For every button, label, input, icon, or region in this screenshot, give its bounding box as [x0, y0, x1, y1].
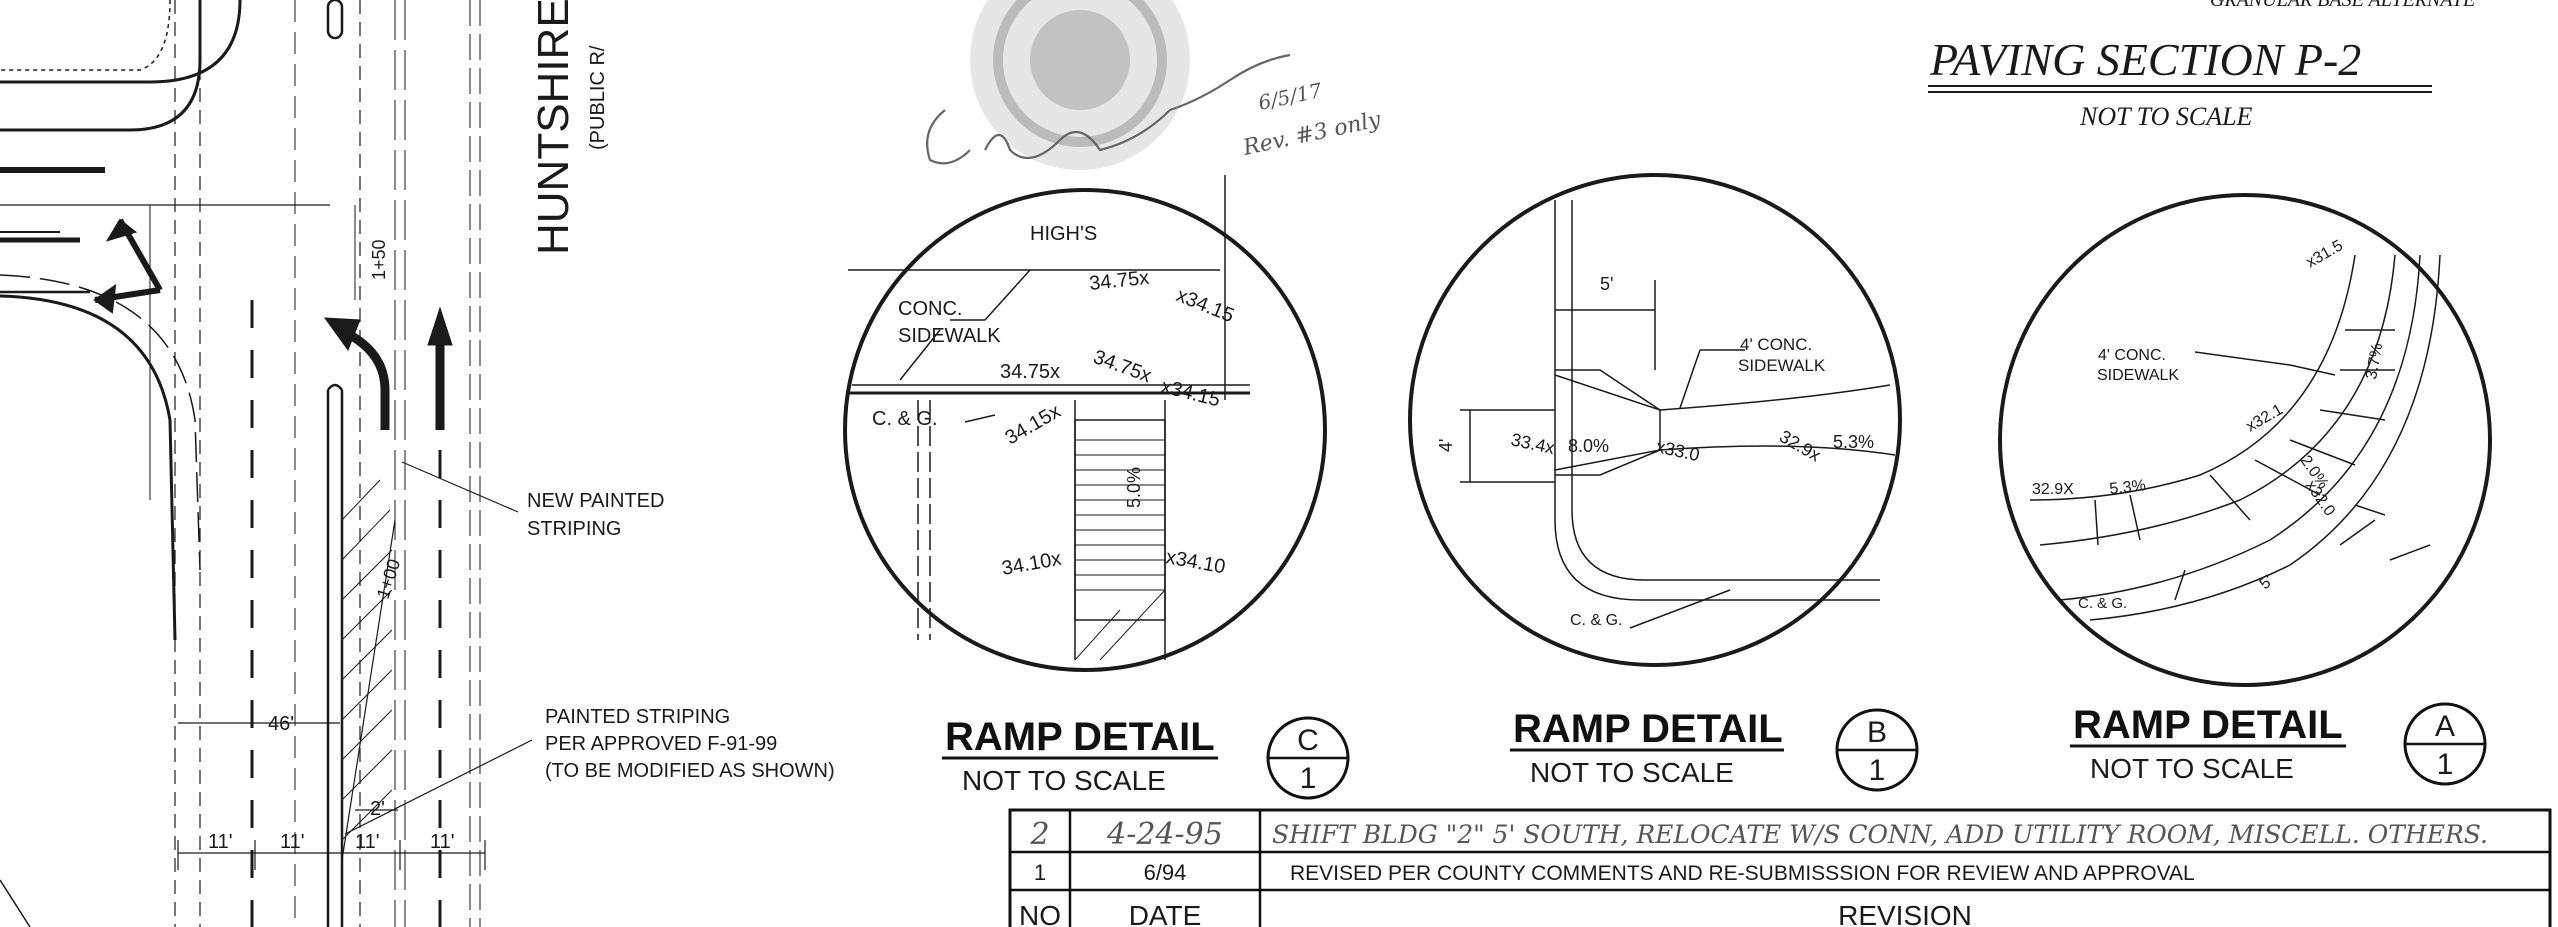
- dimension-lane: 11': [208, 831, 233, 853]
- revision-row-date: 6/94: [1144, 860, 1187, 885]
- detail-a-elevation: x32.1: [2244, 401, 2286, 435]
- detail-b-slope: 5.3%: [1833, 432, 1874, 452]
- paving-section-subtitle: NOT TO SCALE: [2079, 102, 2253, 131]
- detail-c-title: RAMP DETAIL: [945, 715, 1215, 759]
- detail-c-elevation: 34.15x: [1002, 400, 1065, 449]
- dimension-lane: 11': [430, 831, 455, 853]
- detail-a-label: SIDEWALK: [2097, 367, 2179, 384]
- detail-c-elevation: 34.10x: [1000, 548, 1063, 580]
- detail-b-slope: 8.0%: [1568, 436, 1609, 456]
- detail-b-elevation: 32.9x: [1776, 426, 1824, 465]
- revision-row-text: SHIFT BLDG "2" 5' SOUTH, RELOCATE W/S CO…: [1272, 820, 2488, 849]
- revision-header-date: DATE: [1129, 900, 1202, 927]
- detail-b-subtitle: NOT TO SCALE: [1530, 757, 1734, 788]
- detail-b-sheet: 1: [1869, 754, 1886, 787]
- revision-row-no: 2: [1029, 817, 1049, 852]
- detail-a-title: RAMP DETAIL: [2073, 703, 2343, 747]
- dimension-lane: 11': [355, 831, 380, 853]
- new-striping-callout: NEW PAINTED: [527, 490, 664, 512]
- detail-a-sheet: 1: [2437, 748, 2454, 781]
- new-striping-callout-2: STRIPING: [527, 518, 621, 540]
- painted-striping-callout-3: (TO BE MODIFIED AS SHOWN): [545, 760, 835, 782]
- painted-striping-callout-2: PER APPROVED F-91-99: [545, 733, 777, 755]
- detail-c-slope: 5.0%: [1124, 467, 1144, 508]
- detail-c-elevation: 34.75x: [1088, 267, 1150, 295]
- revision-row-date: 4-24-95: [1106, 817, 1223, 852]
- detail-a-elevation: x31.5: [2304, 237, 2346, 271]
- detail-a-badge: A 1: [2403, 702, 2487, 786]
- dimension-46: 46': [268, 713, 294, 735]
- detail-c-label: CONC.: [898, 298, 962, 320]
- detail-a-subtitle: NOT TO SCALE: [2090, 753, 2294, 784]
- revision-header-no: NO: [1019, 900, 1061, 927]
- detail-c-label: SIDEWALK: [898, 325, 1001, 347]
- approval-seal: [970, 0, 1190, 170]
- detail-b-letter: B: [1867, 716, 1887, 749]
- detail-c-elevation: x34.10: [1164, 546, 1227, 578]
- detail-a-dimension: 5': [2257, 572, 2277, 593]
- detail-b-label: 4' CONC.: [1740, 335, 1812, 354]
- revision-row-text: REVISED PER COUNTY COMMENTS AND RE-SUBMI…: [1290, 862, 2195, 885]
- paving-top-note: GRANULAR BASE ALTERNATE: [2210, 0, 2475, 11]
- detail-a-label: C. & G.: [2078, 595, 2127, 612]
- dimension-lane: 11': [280, 831, 305, 853]
- ramp-detail-c: HIGH'S CONC. SIDEWALK C. & G. 34.75x x34…: [843, 175, 1327, 672]
- detail-b-badge: B 1: [1835, 708, 1919, 792]
- detail-c-letter: C: [1297, 724, 1319, 757]
- revision-table: [1008, 808, 2552, 927]
- detail-a-slope: 5.3%: [2109, 477, 2147, 498]
- revision-row-no: 1: [1034, 860, 1046, 885]
- detail-a-slope: 3.7%: [2363, 342, 2386, 381]
- detail-c-label: C. & G.: [872, 408, 938, 430]
- detail-a-letter: A: [2435, 710, 2455, 743]
- detail-c-elevation: 34.75x: [1000, 361, 1060, 383]
- detail-c-label: HIGH'S: [1030, 223, 1097, 245]
- detail-c-elevation: 34.75x: [1090, 346, 1154, 387]
- detail-c-badge: C 1: [1266, 716, 1350, 800]
- paving-section-title: PAVING SECTION P-2: [1929, 34, 2361, 85]
- road-plan: [0, 0, 533, 927]
- ramp-detail-b: 5' 4' 4' CONC. SIDEWALK 33.4x 8.0% x33.0…: [1408, 173, 1902, 667]
- detail-c-sheet: 1: [1300, 762, 1317, 795]
- station-label: 1+50: [369, 239, 389, 280]
- detail-b-elevation: 33.4x: [1509, 429, 1556, 458]
- detail-b-dimension: 5': [1600, 274, 1613, 294]
- station-label-2: 1+00: [373, 556, 405, 601]
- approval-date: 6/5/17: [1256, 78, 1324, 115]
- detail-b-label: SIDEWALK: [1738, 356, 1826, 375]
- dimension-2: 2': [370, 798, 385, 820]
- detail-b-label: C. & G.: [1570, 612, 1622, 629]
- detail-a-elevation: 32.9X: [2032, 481, 2074, 498]
- signature: [926, 53, 1291, 165]
- detail-b-elevation: x33.0: [1654, 436, 1701, 465]
- detail-b-dimension: 4': [1436, 439, 1456, 452]
- revision-header-revision: REVISION: [1838, 900, 1972, 927]
- detail-c-subtitle: NOT TO SCALE: [962, 765, 1166, 796]
- street-name: HUNTSHIRE: [529, 0, 578, 255]
- detail-a-label: 4' CONC.: [2098, 347, 2166, 364]
- detail-b-title: RAMP DETAIL: [1513, 707, 1783, 751]
- street-subtitle: (PUBLIC R/: [587, 45, 609, 150]
- detail-c-elevation: x34.15: [1173, 284, 1237, 327]
- painted-striping-callout: PAINTED STRIPING: [545, 706, 730, 728]
- ramp-detail-a: x31.5 4' CONC. SIDEWALK 3.7% x32.1 2.0% …: [1998, 193, 2492, 687]
- detail-c-elevation: x34.15: [1159, 376, 1223, 412]
- approval-note: Rev. #3 only: [1240, 107, 1383, 161]
